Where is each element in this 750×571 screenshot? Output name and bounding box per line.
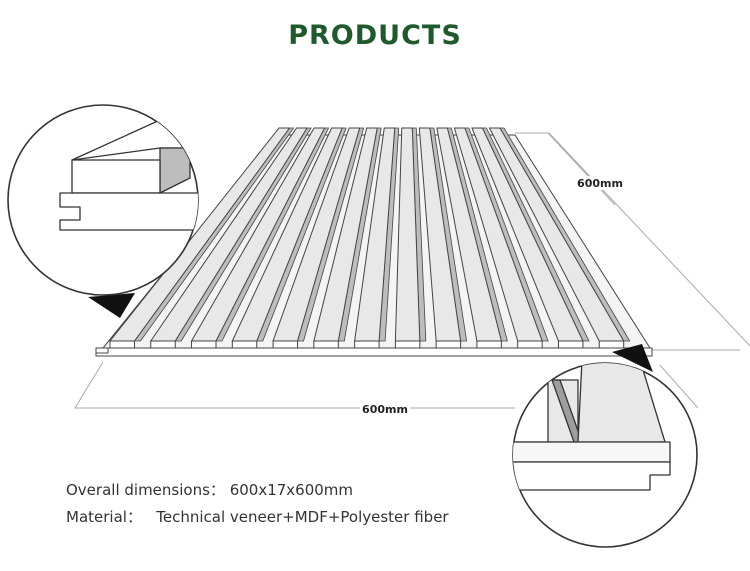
slat-end — [150, 340, 176, 349]
slat-end — [557, 340, 584, 349]
zoom-detail-slat-groove — [512, 362, 698, 548]
depth-dimension-label: 600mm — [577, 177, 623, 190]
slat-end — [476, 340, 502, 349]
acoustic-panel — [95, 127, 653, 357]
overall-dimensions-value: 600x17x600mm — [229, 481, 354, 499]
slat-end — [313, 340, 339, 349]
material-value: Technical veneer+MDF+Polyester fiber — [156, 508, 449, 526]
panel-tongue — [95, 347, 109, 354]
slat-end — [231, 340, 258, 349]
depth-dimension — [515, 132, 750, 351]
panel-front-edge — [95, 347, 653, 357]
width-dimension-label: 600mm — [362, 403, 408, 416]
page-title: PRODUCTS — [288, 20, 462, 51]
callout-pointer-bottom — [612, 344, 653, 372]
material-label: Material： — [66, 508, 142, 526]
slat-end — [354, 340, 380, 349]
overall-dimensions-spec: Overall dimensions： 600x17x600mm — [66, 479, 353, 500]
slat-end — [598, 340, 625, 349]
material-spec: Material： Technical veneer+MDF+Polyester… — [66, 506, 449, 527]
callout-pointer-top — [88, 293, 135, 318]
slat-end — [191, 340, 217, 349]
slat-end — [394, 340, 421, 349]
slat-end — [517, 340, 543, 349]
slat-end — [109, 340, 135, 349]
slat-end — [435, 340, 462, 349]
slat-end — [272, 340, 299, 349]
overall-dimensions-label: Overall dimensions： — [66, 481, 225, 499]
